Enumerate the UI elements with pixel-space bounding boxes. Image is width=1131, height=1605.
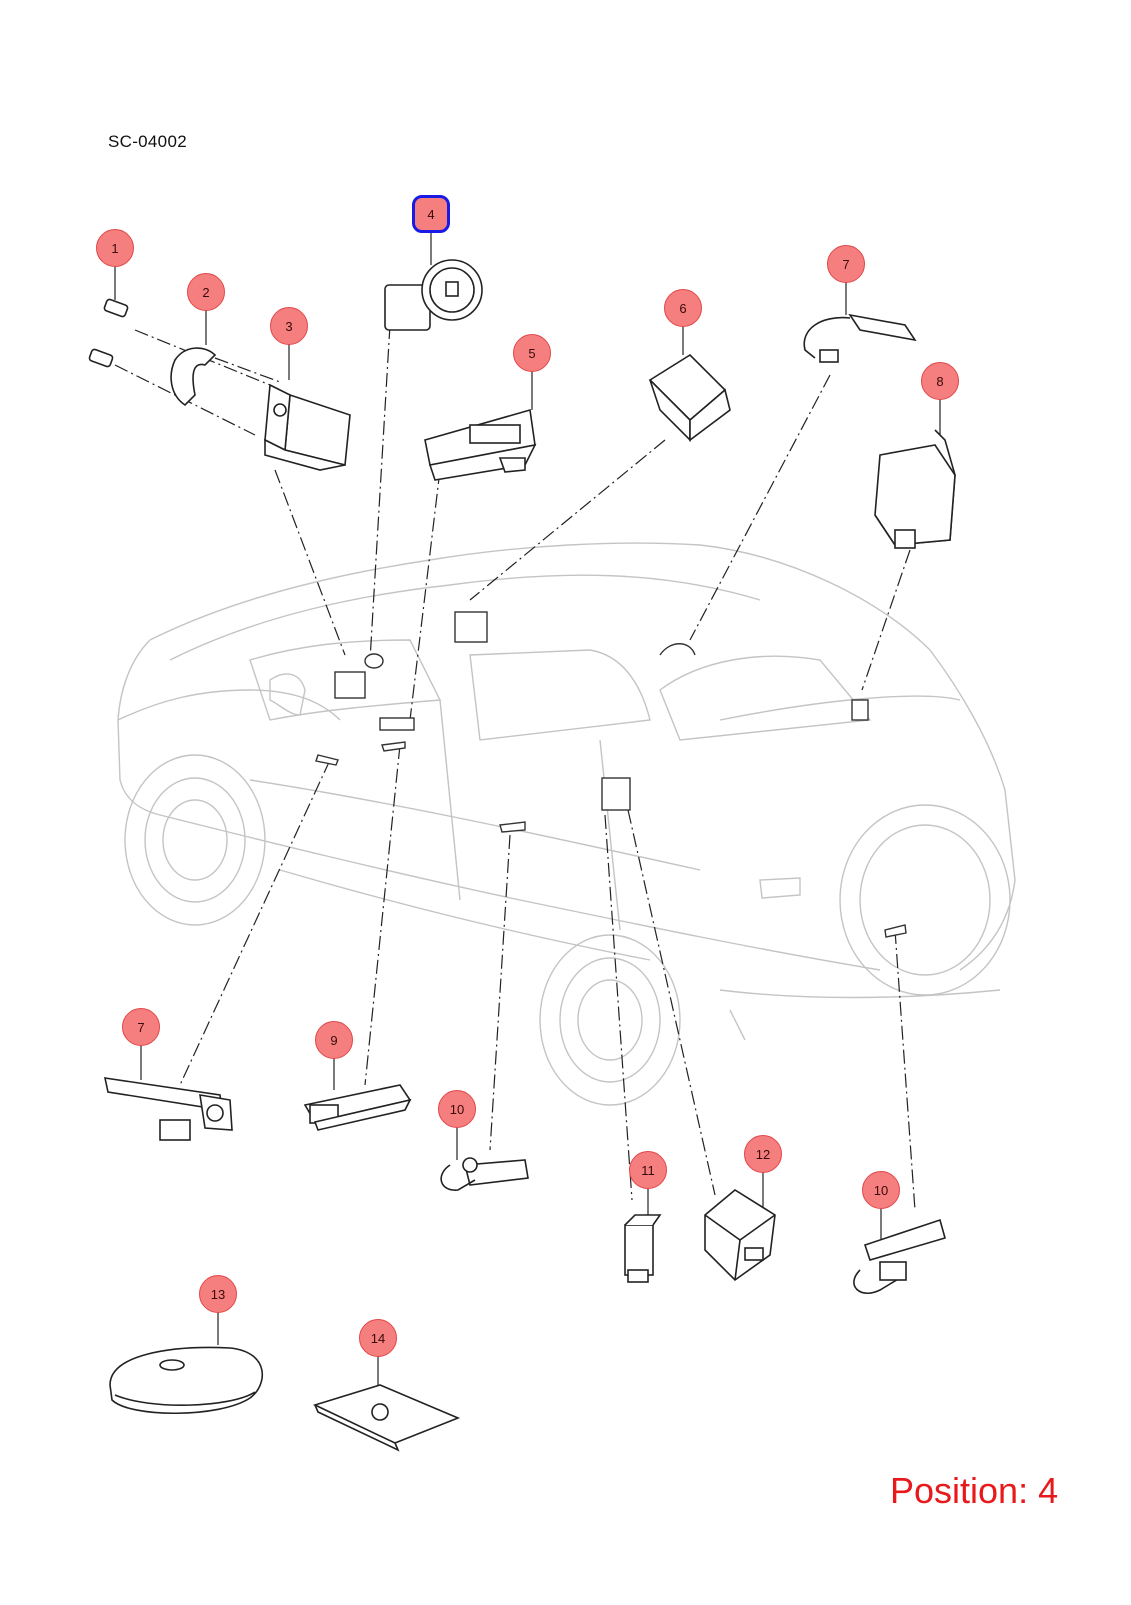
part-10-handle-sensor-a bbox=[440, 1157, 529, 1191]
callout-4-selected[interactable]: 4 bbox=[412, 195, 450, 233]
part-12-module bbox=[704, 1189, 776, 1282]
callout-1[interactable]: 1 bbox=[96, 229, 134, 267]
callout-13[interactable]: 13 bbox=[199, 1275, 237, 1313]
callout-9[interactable]: 9 bbox=[315, 1021, 353, 1059]
callout-14[interactable]: 14 bbox=[359, 1319, 397, 1357]
callout-12[interactable]: 12 bbox=[744, 1135, 782, 1173]
vehicle-mounted-parts bbox=[315, 611, 907, 938]
part-10-handle-sensor-b bbox=[853, 1218, 946, 1295]
callout-3[interactable]: 3 bbox=[270, 307, 308, 345]
callout-10-right[interactable]: 10 bbox=[862, 1171, 900, 1209]
callout-stems bbox=[114, 233, 941, 1385]
part-8-module bbox=[874, 429, 956, 549]
part-1-bolts bbox=[88, 298, 129, 368]
callout-8[interactable]: 8 bbox=[921, 362, 959, 400]
position-indicator: Position: 4 bbox=[890, 1470, 1059, 1511]
callout-2[interactable]: 2 bbox=[187, 273, 225, 311]
leader-lines bbox=[114, 324, 916, 1211]
vehicle-outline bbox=[117, 542, 1016, 1106]
part-4-start-button bbox=[384, 259, 483, 331]
part-7-antenna-top bbox=[803, 313, 917, 363]
part-11-switch bbox=[624, 1214, 662, 1283]
callout-11[interactable]: 11 bbox=[629, 1151, 667, 1189]
diagram-code: SC-04002 bbox=[108, 132, 187, 151]
callout-7-top[interactable]: 7 bbox=[827, 245, 865, 283]
part-5-module bbox=[424, 408, 537, 481]
part-9-sensor bbox=[303, 1084, 412, 1131]
part-3-module bbox=[264, 383, 351, 471]
callout-6[interactable]: 6 bbox=[664, 289, 702, 327]
part-drawings bbox=[88, 259, 956, 1452]
part-6-module bbox=[648, 353, 731, 442]
part-14-key-card bbox=[312, 1384, 461, 1452]
callout-7-bottom[interactable]: 7 bbox=[122, 1008, 160, 1046]
part-13-key-fob bbox=[109, 1346, 264, 1415]
callout-10-left[interactable]: 10 bbox=[438, 1090, 476, 1128]
part-2-bracket bbox=[170, 347, 217, 407]
part-7-antenna-bar bbox=[103, 1077, 233, 1141]
callout-5[interactable]: 5 bbox=[513, 334, 551, 372]
